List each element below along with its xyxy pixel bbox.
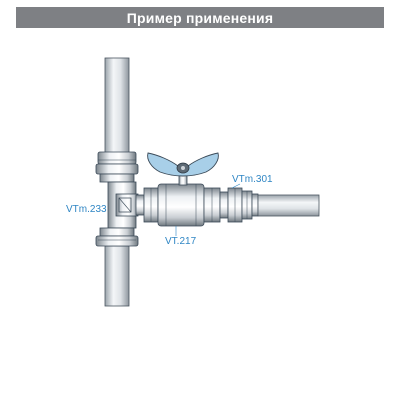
callout-coupling: VTm.301 xyxy=(231,174,273,189)
header-bar: Пример применения xyxy=(16,7,384,28)
compression-coupling xyxy=(219,187,259,223)
tee-fitting xyxy=(95,151,139,247)
vertical-pipe-bottom xyxy=(104,245,130,307)
horizontal-pipe xyxy=(257,194,320,217)
header-title: Пример применения xyxy=(126,9,274,26)
callout-valve-label: VT.217 xyxy=(165,236,197,247)
callout-tee-label: VTm.233 xyxy=(66,204,107,215)
callout-coupling-label: VTm.301 xyxy=(232,174,273,185)
vertical-pipe-top xyxy=(104,57,130,155)
callout-tee: VTm.233 xyxy=(66,204,107,215)
butterfly-handle-icon xyxy=(147,152,219,177)
ball-valve xyxy=(135,173,221,227)
callout-valve: VT.217 xyxy=(165,226,197,247)
